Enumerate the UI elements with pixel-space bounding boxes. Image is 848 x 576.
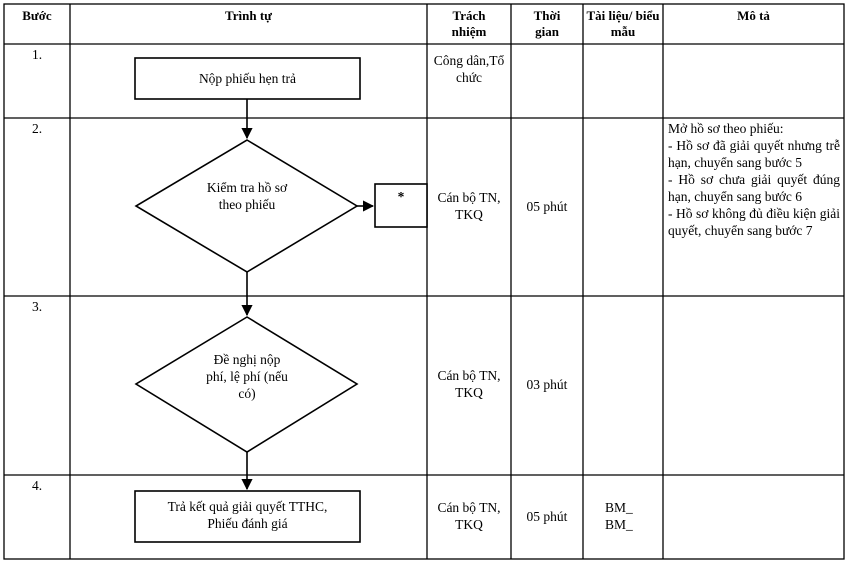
header-responsibility: Trách nhiệm <box>451 8 487 39</box>
header-description: Mô tả <box>737 8 770 23</box>
flow-arrows <box>241 99 375 491</box>
description-column: Mở hồ sơ theo phiếu: - Hồ sơ đã giải quy… <box>668 121 840 238</box>
step-number: 2. <box>31 121 43 136</box>
decision-label-step2: Kiểm tra hồ sơ theo phiếu <box>206 180 288 212</box>
time-cell: 03 phút <box>526 377 568 392</box>
header-step: Bước <box>22 8 52 23</box>
process-label-step1: Nộp phiếu hẹn trả <box>198 71 297 86</box>
process-label-step4: Trả kết quả giải quyết TTHC, Phiếu đánh … <box>167 499 328 531</box>
step-number: 3. <box>31 299 43 314</box>
step-numbers: 1. 2. 3. 4. <box>31 47 43 493</box>
process-box-step1 <box>134 57 361 100</box>
decision-label-step3: Đề nghị nộp phí, lệ phí (nếu có) <box>206 352 288 401</box>
responsibility-cell: Công dân,Tổ chức <box>433 53 505 85</box>
shape-labels: Nộp phiếu hẹn trả Kiểm tra hồ sơ theo ph… <box>167 71 405 531</box>
header-row: Bước Trình tự Trách nhiệm Thời gian Tài … <box>22 8 770 39</box>
header-documents: Tài liệu/ biểu mẫu <box>586 8 660 39</box>
side-box-star <box>374 183 428 228</box>
documents-column: BM_ BM_ <box>605 500 633 532</box>
description-cell: Mở hồ sơ theo phiếu: - Hồ sơ đã giải quy… <box>668 121 840 238</box>
header-sequence: Trình tự <box>225 8 272 23</box>
responsibility-cell: Cán bộ TN, TKQ <box>437 368 501 400</box>
responsibility-cell: Cán bộ TN, TKQ <box>437 190 501 222</box>
flow-shapes <box>134 57 428 543</box>
step-number: 4. <box>31 478 43 493</box>
table-grid <box>3 3 845 560</box>
side-box-label: * <box>397 189 405 204</box>
time-cell: 05 phút <box>526 199 568 214</box>
header-time: Thời gian <box>533 8 561 39</box>
time-column: 05 phút 03 phút 05 phút <box>526 199 568 524</box>
process-box-step4 <box>134 490 361 543</box>
responsibility-column: Công dân,Tổ chức Cán bộ TN, TKQ Cán bộ T… <box>433 53 505 532</box>
time-cell: 05 phút <box>526 509 568 524</box>
documents-cell: BM_ BM_ <box>605 500 633 532</box>
responsibility-cell: Cán bộ TN, TKQ <box>437 500 501 532</box>
step-number: 1. <box>31 47 43 62</box>
